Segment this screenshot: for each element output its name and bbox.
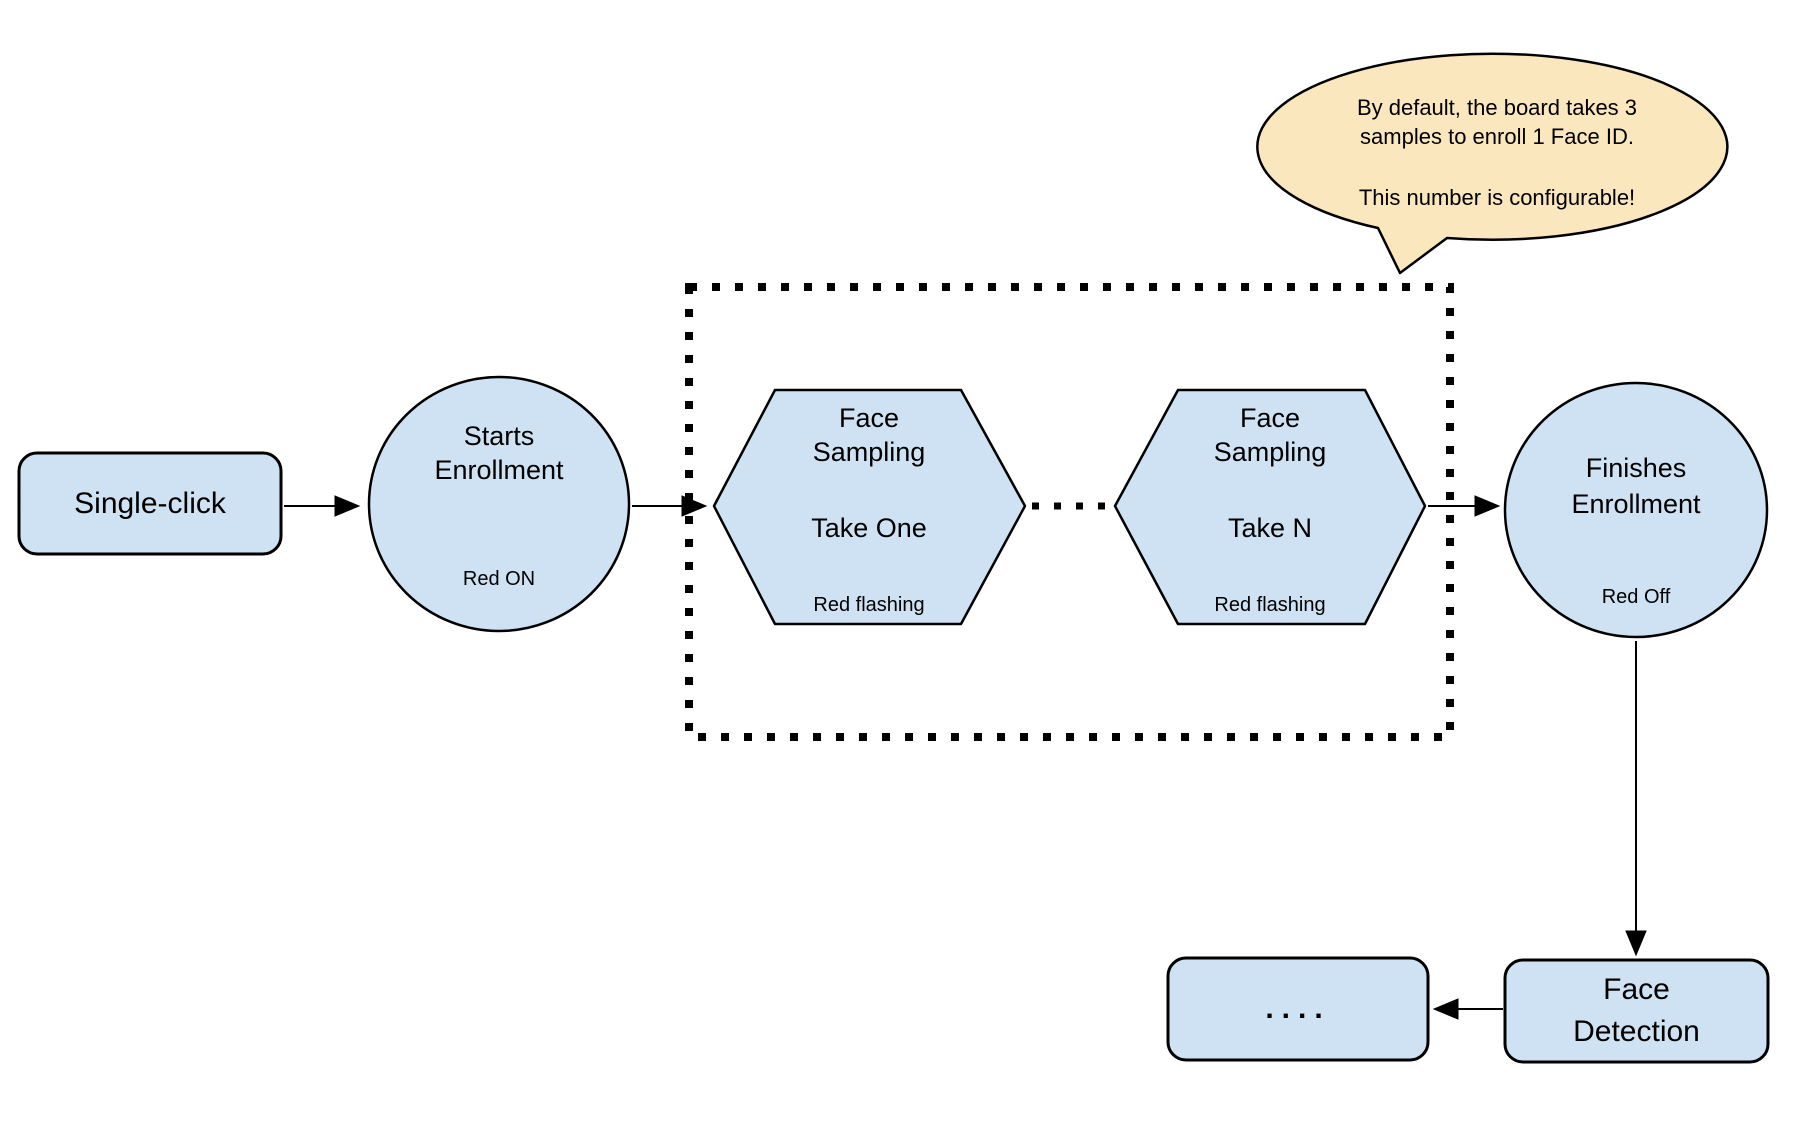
face-sampling-1-title: Face Sampling	[812, 403, 926, 467]
finishes-enrollment-status: Red Off	[1601, 586, 1671, 608]
single-click-label: Single-click	[74, 486, 226, 520]
finishes-enrollment-title: Finishes Enrollment	[1571, 453, 1701, 519]
face-detection-label: Face Detection	[1573, 973, 1700, 1048]
continuation-label: ....	[1265, 992, 1331, 1025]
callout-bubble	[1256, 52, 1729, 275]
finishes-enrollment-node-shape	[1503, 381, 1769, 639]
starts-enrollment-title: Starts Enrollment	[434, 421, 564, 485]
face-sampling-n-title: Face Sampling	[1213, 403, 1327, 467]
face-sampling-n-step: Take N	[1227, 513, 1313, 543]
face-sampling-n-status: Red flashing	[1214, 594, 1326, 616]
callout-text-note: This number is configurable!	[1358, 185, 1636, 210]
starts-enrollment-status: Red ON	[462, 568, 536, 590]
continuation-node-shape	[1166, 956, 1430, 1062]
face-sampling-1-hexagon-shape	[712, 388, 1027, 626]
sampling-group-dotted-box	[685, 283, 1454, 741]
face-sampling-n-hexagon-shape	[1113, 388, 1427, 626]
face-sampling-1-step: Take One	[811, 513, 927, 543]
starts-enrollment-node-shape	[367, 375, 631, 633]
single-click-node-shape	[17, 451, 283, 556]
face-detection-node-shape	[1503, 958, 1770, 1064]
face-sampling-1-status: Red flashing	[813, 594, 925, 616]
callout-text-main: By default, the board takes 3 samples to…	[1356, 95, 1638, 149]
